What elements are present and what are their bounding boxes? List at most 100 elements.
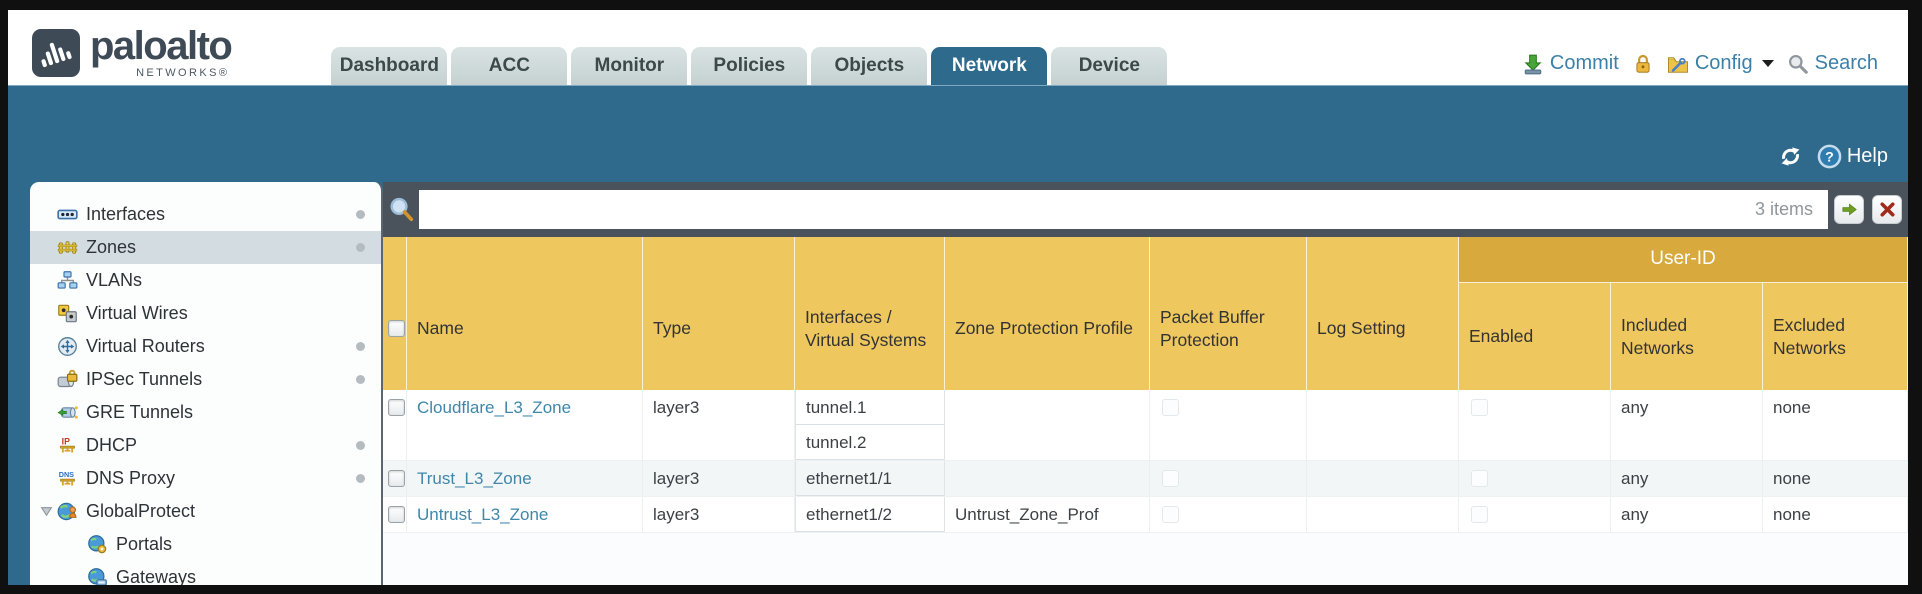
clear-filter-button[interactable] (1872, 195, 1902, 224)
sidebar-item-gre-tunnels[interactable]: GRE Tunnels (30, 396, 381, 429)
select-all-cell (383, 237, 407, 390)
excluded-networks: none (1763, 390, 1908, 460)
ipsec-tunnels-icon (57, 369, 78, 390)
column-header-interfaces[interactable]: Interfaces / Virtual Systems (795, 237, 945, 390)
tab-network[interactable]: Network (931, 47, 1048, 85)
expander-icon[interactable] (40, 505, 57, 518)
sidebar-item-interfaces[interactable]: Interfaces (30, 198, 381, 231)
included-networks: any (1611, 390, 1763, 460)
zones-icon (57, 237, 78, 258)
tab-dashboard[interactable]: Dashboard (331, 47, 448, 85)
apply-filter-button[interactable] (1834, 195, 1864, 224)
row-select-cell (383, 390, 407, 460)
config-menu-button[interactable]: Config (1667, 52, 1774, 75)
sidebar-item-virtual-wires[interactable]: Virtual Wires (30, 297, 381, 330)
content-area: Interfaces Zones VLANs Virtual Wires Vir… (30, 182, 1908, 585)
sidebar-item-label: Virtual Wires (86, 303, 188, 323)
commit-button[interactable]: Commit (1522, 52, 1619, 75)
column-header-enabled[interactable]: Enabled (1459, 283, 1611, 390)
column-header-zone-protection-profile[interactable]: Zone Protection Profile (945, 237, 1150, 390)
tab-monitor[interactable]: Monitor (571, 47, 688, 85)
zone-protection-profile (945, 390, 1150, 460)
interface-item: tunnel.1 (796, 390, 944, 425)
zone-interfaces: ethernet1/2 (795, 497, 945, 532)
row-checkbox[interactable] (388, 506, 405, 523)
sidebar-item-gateways[interactable]: Gateways (30, 561, 381, 585)
globalprotect-icon (57, 501, 78, 522)
column-header-included-networks[interactable]: Included Networks (1611, 283, 1763, 390)
brand-name: paloalto (90, 24, 233, 68)
portals-icon (87, 534, 108, 555)
lock-icon[interactable] (1632, 53, 1654, 75)
user-id-enabled-cell (1459, 461, 1611, 496)
status-dot (356, 243, 365, 252)
gre-tunnels-icon (57, 402, 78, 423)
sidebar-item-label: Portals (116, 534, 173, 554)
commit-icon (1522, 53, 1544, 75)
log-setting (1307, 497, 1459, 532)
filter-search-icon (388, 196, 415, 223)
sidebar-item-label: GRE Tunnels (86, 402, 194, 422)
user-id-enabled-checkbox (1471, 470, 1488, 487)
search-icon (1787, 53, 1809, 75)
sidebar-item-virtual-routers[interactable]: Virtual Routers (30, 330, 381, 363)
search-label: Search (1814, 52, 1878, 74)
sidebar-item-label: DHCP (86, 435, 138, 455)
sidebar-item-dhcp[interactable]: IP DHCP (30, 429, 381, 462)
refresh-icon[interactable] (1778, 144, 1803, 169)
tab-device[interactable]: Device (1051, 47, 1168, 85)
tab-policies[interactable]: Policies (691, 47, 808, 85)
sidebar-item-label: Virtual Routers (86, 336, 205, 356)
status-dot (356, 375, 365, 384)
row-checkbox[interactable] (388, 399, 405, 416)
tab-objects[interactable]: Objects (811, 47, 928, 85)
zone-name-link[interactable]: Cloudflare_L3_Zone (417, 398, 572, 417)
main-panel: 3 items Name Type Interfaces / Virtual S… (383, 182, 1908, 585)
sidebar-item-globalprotect[interactable]: GlobalProtect (30, 495, 381, 528)
interfaces-icon (57, 204, 78, 225)
tab-acc[interactable]: ACC (451, 47, 568, 85)
interface-item: tunnel.2 (796, 425, 944, 460)
interface-item: ethernet1/1 (796, 461, 944, 496)
zone-name-link[interactable]: Untrust_L3_Zone (417, 505, 549, 524)
status-dot (356, 210, 365, 219)
select-all-checkbox[interactable] (388, 320, 405, 337)
column-header-name[interactable]: Name (407, 237, 643, 390)
row-name-cell: Untrust_L3_Zone (407, 497, 643, 532)
row-name-cell: Trust_L3_Zone (407, 461, 643, 496)
column-header-log-setting[interactable]: Log Setting (1307, 237, 1459, 390)
zone-type: layer3 (643, 461, 795, 496)
help-icon: ? (1817, 144, 1842, 169)
column-header-excluded-networks[interactable]: Excluded Networks (1763, 283, 1908, 390)
sidebar-item-dns-proxy[interactable]: DNS DNS Proxy (30, 462, 381, 495)
packet-buffer-checkbox (1162, 399, 1179, 416)
paloalto-logo-icon (32, 29, 80, 77)
sidebar-item-ipsec-tunnels[interactable]: IPSec Tunnels (30, 363, 381, 396)
sidebar-item-zones[interactable]: Zones (30, 231, 381, 264)
row-checkbox[interactable] (388, 470, 405, 487)
excluded-networks: none (1763, 497, 1908, 532)
column-header-type[interactable]: Type (643, 237, 795, 390)
packet-buffer-protection-cell (1150, 390, 1307, 460)
sidebar-item-portals[interactable]: Portals (30, 528, 381, 561)
item-count-badge: 3 items (1754, 199, 1813, 219)
toolbar-band: ? Help (30, 86, 1908, 182)
zone-protection-profile (945, 461, 1150, 496)
zone-interfaces: ethernet1/1 (795, 461, 945, 496)
status-dot (356, 342, 365, 351)
packet-buffer-protection-cell (1150, 461, 1307, 496)
table-empty-area (383, 533, 1908, 585)
search-button[interactable]: Search (1787, 52, 1878, 75)
zone-name-link[interactable]: Trust_L3_Zone (417, 469, 532, 488)
sidebar-item-vlans[interactable]: VLANs (30, 264, 381, 297)
filter-input[interactable] (419, 190, 1828, 229)
svg-text:DNS: DNS (59, 470, 74, 479)
help-button[interactable]: ? Help (1817, 144, 1888, 169)
row-select-cell (383, 497, 407, 532)
column-header-packet-buffer-protection[interactable]: Packet Buffer Protection (1150, 237, 1307, 390)
